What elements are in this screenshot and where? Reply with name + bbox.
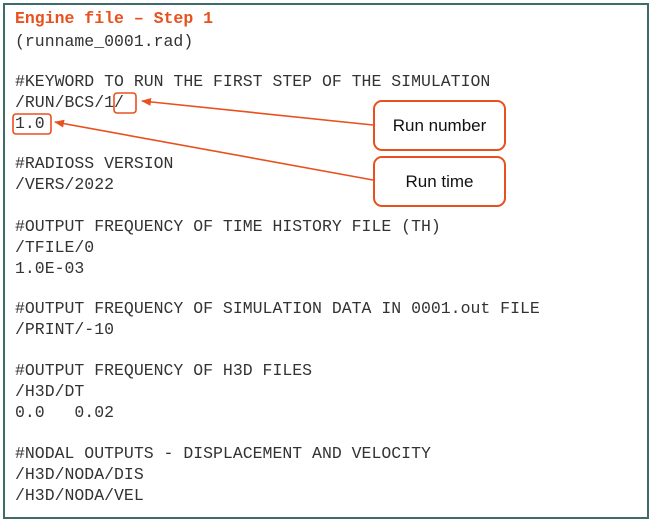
page-title: Engine file – Step 1 <box>15 9 214 28</box>
nodal-comment: #NODAL OUTPUTS - DISPLACEMENT AND VELOCI… <box>15 444 431 463</box>
filename-label: (runname_0001.rad) <box>15 32 194 51</box>
tfile-command: /TFILE/0 <box>15 238 95 257</box>
version-command: /VERS/2022 <box>15 175 115 194</box>
run-number-callout: Run number <box>373 100 506 151</box>
th-comment: #OUTPUT FREQUENCY OF TIME HISTORY FILE (… <box>15 217 441 236</box>
print-command: /PRINT/-10 <box>15 320 115 339</box>
out-file-comment: #OUTPUT FREQUENCY OF SIMULATION DATA IN … <box>15 299 540 318</box>
run-command: /RUN/BCS/1/ <box>15 93 124 112</box>
h3d-comment: #OUTPUT FREQUENCY OF H3D FILES <box>15 361 313 380</box>
nodal-dis-command: /H3D/NODA/DIS <box>15 465 144 484</box>
h3d-dt-command: /H3D/DT <box>15 382 85 401</box>
engine-file-panel <box>3 3 649 519</box>
run-time-callout: Run time <box>373 156 506 207</box>
keyword-comment: #KEYWORD TO RUN THE FIRST STEP OF THE SI… <box>15 72 491 91</box>
tfile-value: 1.0E-03 <box>15 259 85 278</box>
version-comment: #RADIOSS VERSION <box>15 154 174 173</box>
run-time-value: 1.0 <box>15 114 45 133</box>
h3d-dt-values: 0.0 0.02 <box>15 403 115 422</box>
nodal-vel-command: /H3D/NODA/VEL <box>15 486 144 505</box>
